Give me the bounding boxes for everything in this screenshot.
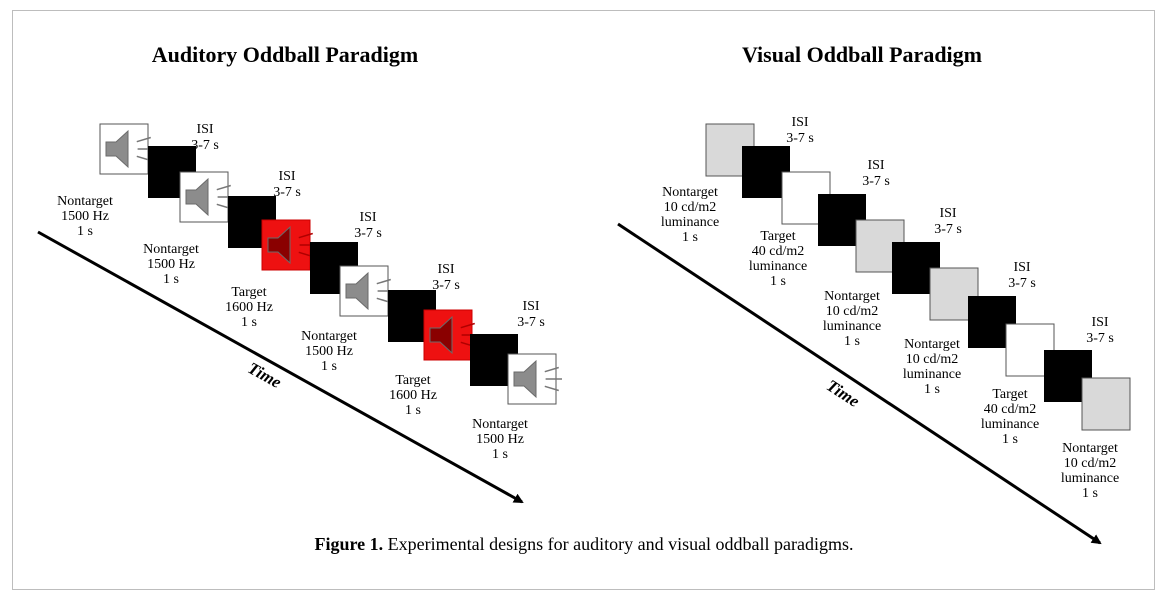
isi-label-line: ISI	[791, 115, 808, 130]
isi-label-line: ISI	[1091, 315, 1108, 330]
stimulus-target	[261, 219, 316, 271]
stimulus-label-line: luminance	[661, 215, 719, 230]
auditory-time-label: Time	[245, 358, 285, 392]
speaker-icon	[105, 129, 154, 169]
stimulus-nontarget	[99, 123, 154, 175]
isi-label-line: ISI	[522, 299, 539, 314]
stimulus-label-line: luminance	[903, 367, 961, 382]
isi-label-line: ISI	[867, 158, 884, 173]
visual-time-arrow	[617, 222, 1102, 545]
stimulus-label-line: 1 s	[321, 359, 337, 374]
isi-label-line: 3-7 s	[934, 222, 962, 237]
stimulus-label-line: luminance	[823, 319, 881, 334]
stimulus-label-line: 10 cd/m2	[826, 304, 879, 319]
stimulus-label-line: Nontarget	[824, 289, 880, 304]
stimulus-label-line: 1 s	[492, 447, 508, 462]
stimulus-label-line: 1600 Hz	[225, 300, 273, 315]
speaker-icon	[513, 359, 562, 399]
isi-label-line: 3-7 s	[354, 226, 382, 241]
stimulus-label-line: 1 s	[1002, 432, 1018, 447]
isi-label-line: 3-7 s	[191, 138, 219, 153]
isi-label-line: 3-7 s	[517, 315, 545, 330]
stimulus-label-line: 40 cd/m2	[752, 244, 805, 259]
stimulus-label-line: 10 cd/m2	[906, 352, 959, 367]
stimulus-label-line: 1 s	[682, 230, 698, 245]
stimulus-label-line: 1600 Hz	[389, 388, 437, 403]
stimulus-label-line: 1500 Hz	[305, 344, 353, 359]
isi-label-line: ISI	[939, 206, 956, 221]
stimulus-label-line: 1 s	[1082, 486, 1098, 501]
isi-label-line: ISI	[437, 262, 454, 277]
stimulus-label-line: luminance	[749, 259, 807, 274]
stimulus-label-line: 1 s	[770, 274, 786, 289]
caption-text: Experimental designs for auditory and vi…	[383, 534, 854, 554]
stimulus-label-line: 10 cd/m2	[1064, 456, 1117, 471]
stimulus-nontarget	[1081, 377, 1131, 431]
stimulus-label-line: 1500 Hz	[61, 209, 109, 224]
stimulus-nontarget	[339, 265, 394, 317]
isi-label-line: 3-7 s	[1086, 331, 1114, 346]
isi-label-line: ISI	[1013, 260, 1030, 275]
stimulus-label-line: Nontarget	[57, 194, 113, 209]
figure-caption: Figure 1. Experimental designs for audit…	[0, 534, 1168, 555]
stimulus-label-line: Target	[760, 229, 795, 244]
stimulus-label-line: 1 s	[163, 272, 179, 287]
visual-title: Visual Oddball Paradigm	[742, 42, 982, 67]
stimulus-label-line: 1 s	[844, 334, 860, 349]
isi-label-line: ISI	[359, 210, 376, 225]
stimulus-label-line: luminance	[1061, 471, 1119, 486]
stimulus-label-line: Nontarget	[143, 242, 199, 257]
stimulus-label-line: 1 s	[924, 382, 940, 397]
isi-label-line: ISI	[196, 122, 213, 137]
stimulus-label-line: 1 s	[77, 224, 93, 239]
stimulus-target	[423, 309, 478, 361]
stimulus-label-line: luminance	[981, 417, 1039, 432]
figure-frame	[12, 10, 1155, 590]
isi-label-line: 3-7 s	[786, 131, 814, 146]
stimulus-label-line: 1 s	[405, 403, 421, 418]
stimulus-label-line: 40 cd/m2	[984, 402, 1037, 417]
caption-label: Figure 1.	[314, 534, 384, 554]
isi-label-line: 3-7 s	[862, 174, 890, 189]
auditory-title: Auditory Oddball Paradigm	[152, 42, 418, 67]
auditory-time-arrow	[37, 230, 524, 504]
stimulus-label-line: Nontarget	[301, 329, 357, 344]
stimulus-label-line: 1500 Hz	[147, 257, 195, 272]
isi-label-line: 3-7 s	[273, 185, 301, 200]
stimulus-label-line: 1500 Hz	[476, 432, 524, 447]
stimulus-label-line: Target	[231, 285, 266, 300]
stimulus-label-line: Target	[992, 387, 1027, 402]
isi-label-line: ISI	[278, 169, 295, 184]
stimulus-label-line: Nontarget	[472, 417, 528, 432]
stimulus-label-line: Nontarget	[904, 337, 960, 352]
stimulus-label-line: 1 s	[241, 315, 257, 330]
stimulus-label-line: 10 cd/m2	[664, 200, 717, 215]
isi-label-line: 3-7 s	[432, 278, 460, 293]
stimulus-label-line: Target	[395, 373, 430, 388]
stimulus-label-line: Nontarget	[1062, 441, 1118, 456]
stimulus-nontarget	[179, 171, 234, 223]
isi-label-line: 3-7 s	[1008, 276, 1036, 291]
stimulus-nontarget	[507, 353, 562, 405]
stimulus-label-line: Nontarget	[662, 185, 718, 200]
